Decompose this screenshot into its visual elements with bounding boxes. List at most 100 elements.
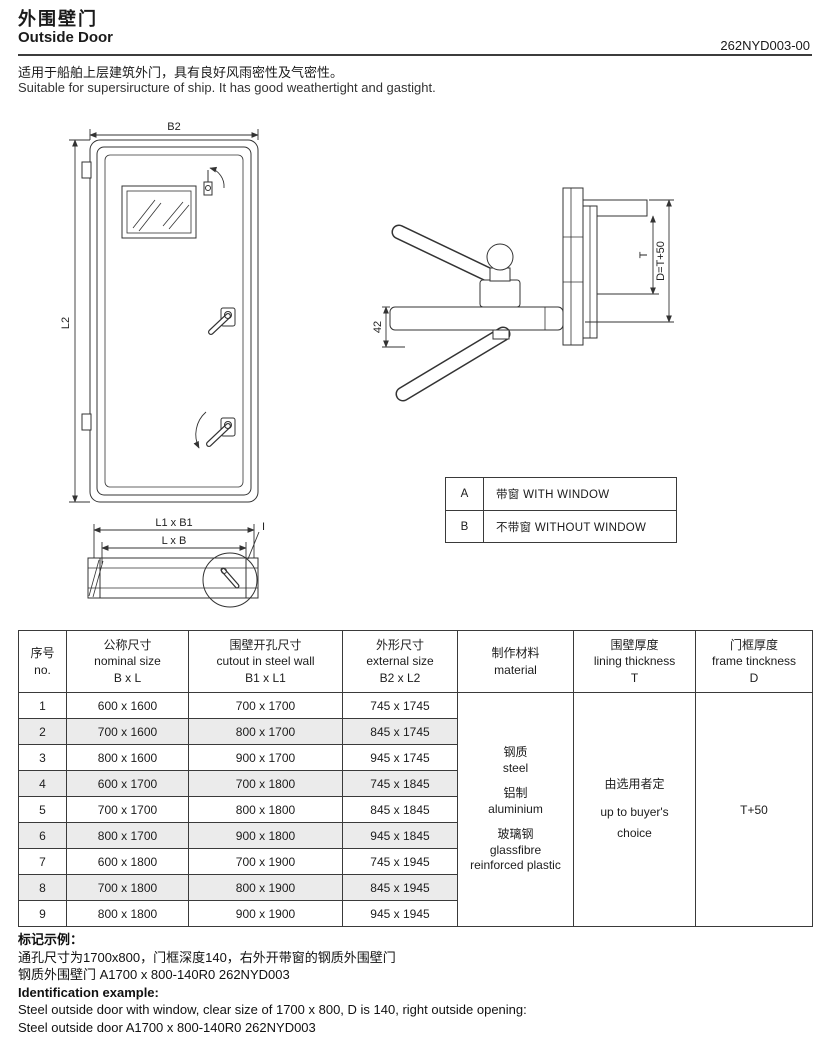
cell-no: 7 [18,848,67,875]
cell-external: 745 x 1845 [342,770,458,797]
cell-material: 钢质 steel 铝制 aluminium 玻璃钢 glassfibre rei… [457,692,574,927]
example-line-en-1: Steel outside door with window, clear si… [18,1002,527,1017]
cell-no: 2 [18,718,67,745]
cell-cutout: 800 x 1700 [188,718,343,745]
cell-external: 845 x 1745 [342,718,458,745]
example-line-en-2: Steel outside door A1700 x 800-140R0 262… [18,1019,316,1035]
detail-mark-label: I [262,521,265,533]
door-window [121,185,197,239]
cell-cutout: 800 x 1900 [188,874,343,901]
dim-label-b2: B2 [167,121,180,133]
handle-hub [479,243,521,308]
description-en: Suitable for supersiructure of ship. It … [18,80,436,95]
cell-cutout: 900 x 1700 [188,744,343,771]
cell-nominal: 600 x 1700 [66,770,189,797]
dim-label-42: 42 [372,321,384,333]
table-row: 7 600 x 1800 700 x 1900 745 x 1945 [18,848,813,875]
dim-b2: B2 [89,121,259,140]
example-line-zh-1: 通孔尺寸为1700x800，门框深度140，右外开带窗的钢质外围壁门 [18,949,396,965]
variant-code-b: B [446,511,484,542]
table-row: 9 800 x 1800 900 x 1900 945 x 1945 [18,900,813,927]
dim-label-d: D=T+50 [655,241,667,281]
dim-d: D=T+50 [585,199,674,323]
cell-external: 745 x 1745 [342,692,458,719]
dim-t: T [597,215,659,295]
table-row: 4 600 x 1700 700 x 1800 745 x 1845 [18,770,813,797]
identification-example: 标记示例： 通孔尺寸为1700x800，门框深度140，右外开带窗的钢质外围壁门… [18,931,527,1036]
cell-no: 9 [18,900,67,927]
cell-cutout: 800 x 1800 [188,796,343,823]
table-row: 2 700 x 1600 800 x 1700 845 x 1745 [18,718,813,745]
cell-nominal: 600 x 1800 [66,848,189,875]
hinge-top [81,161,92,179]
description-zh: 适用于船舶上层建筑外门，具有良好风雨密性及气密性。 [18,65,344,80]
page-title-zh: 外围壁门 [18,9,98,29]
hinge-bottom [81,413,92,431]
cell-cutout: 700 x 1700 [188,692,343,719]
dim-label-l1b1: L1 x B1 [155,517,192,529]
dim-lb: L x B [101,535,247,564]
example-title-en: Identification example: [18,984,159,1000]
cell-external: 845 x 1845 [342,796,458,823]
cell-external: 945 x 1845 [342,822,458,849]
cell-cutout: 700 x 1900 [188,848,343,875]
cell-no: 8 [18,874,67,901]
window-clamp [203,166,225,196]
document-number: 262NYD003-00 [720,38,810,53]
cell-nominal: 700 x 1800 [66,874,189,901]
cell-nominal: 700 x 1700 [66,796,189,823]
door-plate-section [562,187,648,346]
example-title-zh: 标记示例： [18,932,84,947]
variant-row-a: A 带窗 WITH WINDOW [446,478,676,510]
sill-section [87,557,259,599]
dim-42: 42 [372,306,405,348]
handle-cross-section-drawing: 42 T D=T+50 [372,187,674,402]
table-row: 1 600 x 1600 700 x 1700 745 x 1745 钢质 st… [18,692,813,927]
top-flange [583,199,648,217]
cell-cutout: 900 x 1800 [188,822,343,849]
cell-nominal: 700 x 1600 [66,718,189,745]
dim-l2: L2 [60,139,90,503]
variant-label-b: 不带窗 WITHOUT WINDOW [496,521,647,534]
variant-label-a: 带窗 WITH WINDOW [496,489,610,501]
door-front-view-drawing: B2 L2 [60,121,265,608]
dim-label-t: T [638,251,650,258]
cell-no: 3 [18,744,67,771]
header-divider [18,54,812,56]
cell-nominal: 600 x 1600 [66,692,189,719]
variant-code-a: A [446,478,484,510]
cell-no: 4 [18,770,67,797]
cell-cutout: 700 x 1800 [188,770,343,797]
table-row: 5 700 x 1700 800 x 1800 845 x 1845 [18,796,813,823]
cell-nominal: 800 x 1700 [66,822,189,849]
variant-row-b: B 不带窗 WITHOUT WINDOW [446,510,676,542]
window-variant-table: A 带窗 WITH WINDOW B 不带窗 WITHOUT WINDOW [445,477,677,543]
cell-nominal: 800 x 1800 [66,900,189,927]
cell-external: 845 x 1945 [342,874,458,901]
door-handle-center [208,307,236,335]
dim-label-l2: L2 [60,317,72,329]
cell-external: 745 x 1945 [342,848,458,875]
outer-handle-lever [391,224,495,282]
dome-nut [486,243,514,271]
retaining-bar [389,306,564,331]
cell-lining-thickness: 由选用者定 up to buyer's choice [573,692,696,927]
detail-callout-I: I [202,521,265,608]
dim-l1b1: L1 x B1 [93,517,255,558]
door-leaf [81,139,259,503]
table-row: 3 800 x 1600 900 x 1700 945 x 1745 [18,744,813,771]
cell-no: 1 [18,692,67,719]
cell-no: 5 [18,796,67,823]
cell-nominal: 800 x 1600 [66,744,189,771]
inner-handle-lever [395,326,511,402]
cell-external: 945 x 1945 [342,900,458,927]
